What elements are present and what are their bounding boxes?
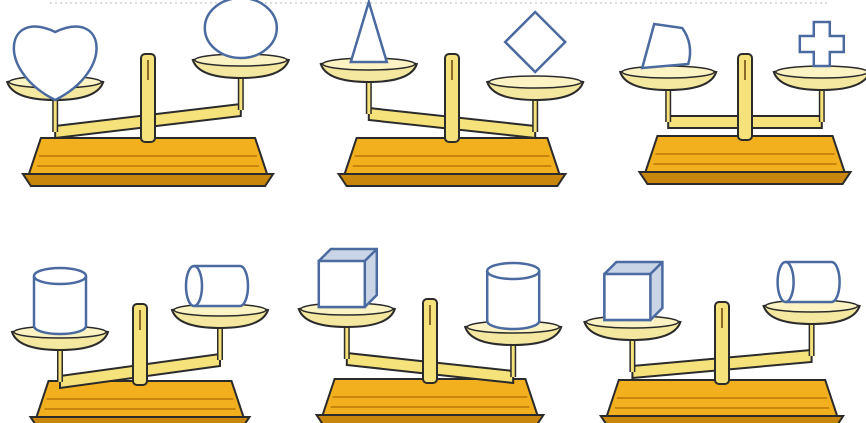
cube-front [319, 261, 365, 307]
scales-layer [7, 0, 866, 423]
scale-5 [299, 249, 561, 423]
scale-base-foot [639, 172, 850, 184]
circle-shape [205, 0, 277, 58]
scale-1 [7, 0, 289, 186]
scale-base-foot [317, 415, 544, 423]
scale-2 [321, 2, 583, 186]
scale-base-foot [601, 416, 843, 423]
cylinder-end [778, 262, 794, 302]
cylinder-end [186, 266, 202, 306]
sector-shape [642, 24, 690, 68]
cross-shape [800, 22, 844, 66]
right-pan-rim [489, 76, 581, 88]
diamond-shape [505, 12, 565, 72]
scale-3 [620, 22, 866, 184]
cylinder-top [34, 268, 86, 284]
cube-front [604, 274, 650, 320]
scale-4 [12, 266, 268, 423]
scale-base-foot [23, 174, 273, 186]
triangle-shape [351, 2, 387, 62]
scale-base-foot [339, 174, 566, 186]
cylinder-top [487, 263, 539, 279]
right-pan-rim [776, 66, 866, 78]
left-pan-rim [622, 66, 714, 78]
scale-6 [584, 262, 859, 423]
